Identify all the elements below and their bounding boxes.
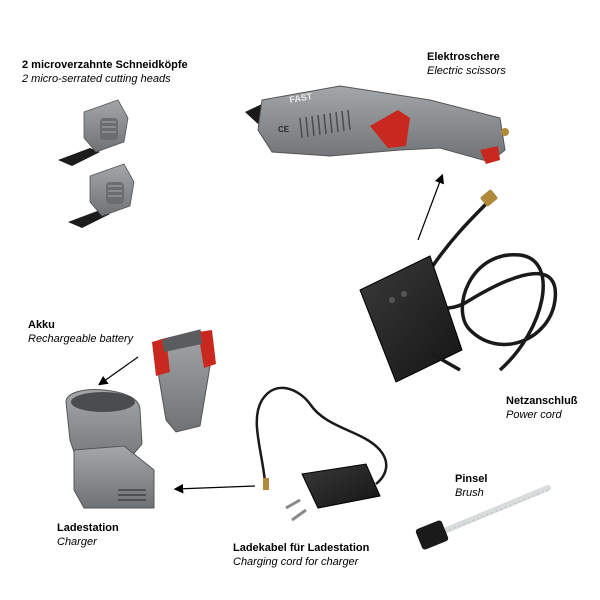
cutting-head-top [58, 99, 129, 166]
brush [415, 485, 551, 550]
arrow-to-scissors [417, 173, 444, 241]
charger-label-de: Ladestation [57, 522, 119, 534]
cutting-head-bottom [68, 163, 135, 228]
electric-scissors: FAST CE [245, 85, 509, 164]
label-cutting-heads: 2 microverzahnte Schneidköpfe 2 micro-se… [22, 58, 188, 86]
cutting-heads-label-en: 2 micro-serrated cutting heads [22, 73, 171, 85]
cutting-heads-label-de: 2 microverzahnte Schneidköpfe [22, 59, 188, 71]
label-power-cord: Netzanschluß Power cord [506, 394, 578, 422]
charging-cord-label-en: Charging cord for charger [233, 556, 359, 568]
label-charging-cord: Ladekabel für Ladestation Charging cord … [233, 541, 369, 569]
scissors-label-en: Electric scissors [427, 65, 506, 77]
charger-vent-slots [118, 489, 146, 501]
vent-slots [299, 109, 351, 139]
label-charger: Ladestation Charger [57, 521, 119, 549]
charger-station [65, 389, 155, 509]
power-cord-label-de: Netzanschluß [506, 395, 578, 407]
scissors-label-de: Elektroschere [427, 51, 500, 63]
arrow-to-charger-side [173, 483, 256, 494]
brush-label-en: Brush [455, 487, 484, 499]
rechargeable-battery [152, 329, 216, 433]
ce-marking: CE [278, 125, 290, 134]
charging-cord-label-de: Ladekabel für Ladestation [233, 542, 370, 554]
label-battery: Akku Rechargeable battery [28, 318, 133, 346]
brush-label-de: Pinsel [455, 473, 488, 485]
arrow-to-charger-top [98, 356, 139, 386]
battery-label-en: Rechargeable battery [28, 333, 134, 345]
power-cord-label-en: Power cord [506, 409, 562, 421]
charging-cord [255, 386, 388, 522]
label-brush: Pinsel Brush [455, 472, 487, 500]
label-scissors: Elektroschere Electric scissors [427, 50, 506, 78]
charger-label-en: Charger [57, 536, 97, 548]
brand-marking: FAST [289, 91, 314, 105]
battery-label-de: Akku [28, 319, 55, 331]
power-cord [359, 189, 558, 383]
